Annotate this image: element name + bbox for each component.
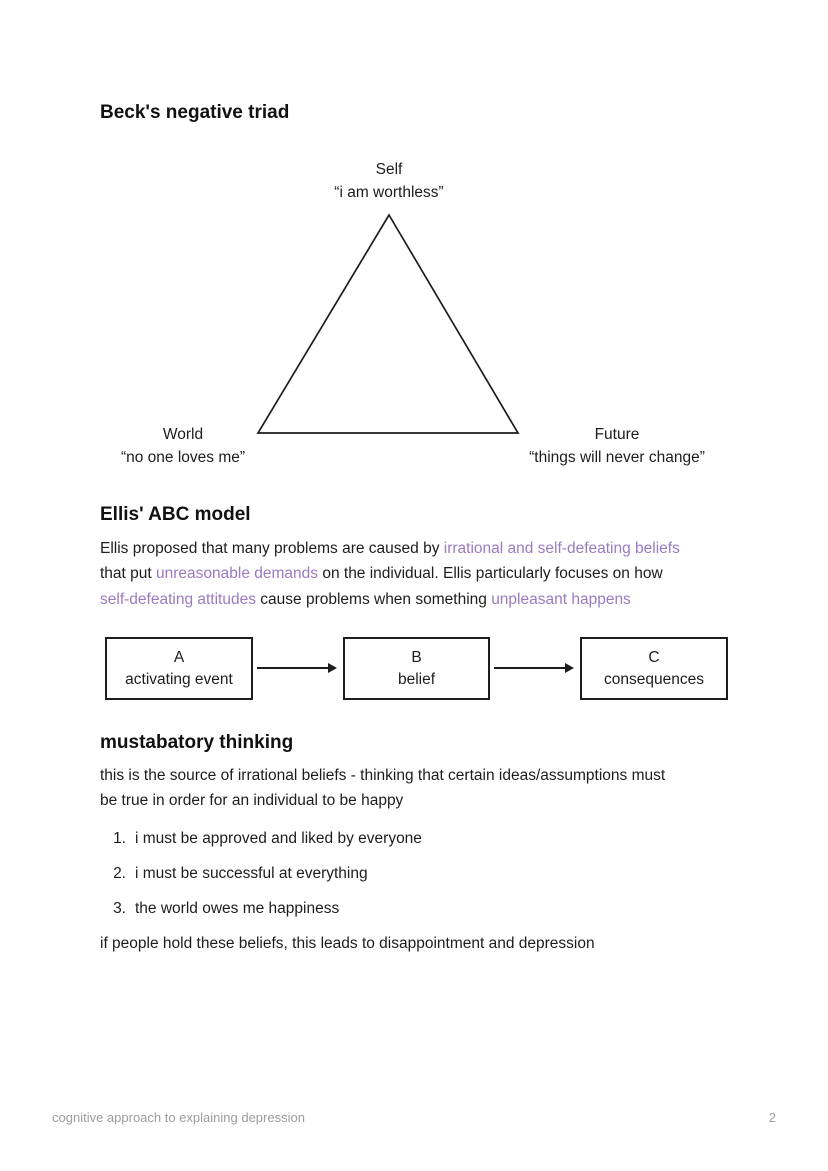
abc-box-belief: B belief bbox=[343, 637, 490, 700]
highlighted-text-run: irrational and self-defeating beliefs bbox=[443, 540, 680, 557]
text-run: that put bbox=[100, 565, 157, 583]
list-item-number: 1. bbox=[113, 830, 126, 847]
triad-self-label: Self “i am worthless” bbox=[289, 158, 489, 204]
beck-heading: Beck's negative triad bbox=[100, 102, 290, 123]
highlighted-text-run: unreasonable demands bbox=[156, 565, 319, 583]
list-item: 2. i must be successful at everything bbox=[110, 863, 368, 884]
abc-box-label: belief bbox=[397, 670, 436, 688]
footer-title: cognitive approach to explaining depress… bbox=[52, 1110, 305, 1125]
paragraph-line: be true in order for an individual to be… bbox=[100, 792, 404, 810]
triad-future-quote: “things will never change” bbox=[529, 449, 705, 466]
list-item: 3. the world owes me happiness bbox=[110, 898, 339, 919]
text-run: cause problems when something bbox=[255, 590, 492, 608]
list-item-text: i must be approved and liked by everyone bbox=[135, 830, 422, 847]
footer-page-number: 2 bbox=[768, 1110, 776, 1125]
paragraph-line: Ellis proposed that many problems are ca… bbox=[100, 536, 780, 561]
abc-box-consequences: C consequences bbox=[580, 637, 728, 700]
highlighted-text-run: unpleasant happens bbox=[491, 590, 631, 608]
abc-box-activating-event: A activating event bbox=[105, 637, 253, 700]
mustabatory-conclusion: if people hold these beliefs, this leads… bbox=[100, 935, 595, 952]
abc-box-letter: A bbox=[173, 648, 185, 666]
triad-future-title: Future bbox=[594, 426, 640, 443]
triad-world-title: World bbox=[162, 426, 204, 443]
ellis-heading: Ellis' ABC model bbox=[100, 504, 251, 525]
triad-world-label: World “no one loves me” bbox=[83, 423, 283, 469]
paragraph-line: self-defeating attitudes cause problems … bbox=[100, 587, 780, 612]
triad-self-quote: “i am worthless” bbox=[334, 184, 444, 201]
abc-box-label: consequences bbox=[604, 670, 704, 688]
arrow-right-icon bbox=[494, 663, 574, 673]
triangle-shape bbox=[256, 213, 520, 434]
paragraph-line: this is the source of irrational beliefs… bbox=[100, 767, 666, 784]
text-run: on the individual. Ellis particularly fo… bbox=[318, 565, 663, 583]
ellis-paragraph: Ellis proposed that many problems are ca… bbox=[100, 536, 780, 612]
triad-future-label: Future “things will never change” bbox=[495, 423, 739, 469]
triad-self-title: Self bbox=[375, 161, 403, 178]
abc-box-letter: C bbox=[648, 648, 660, 666]
arrow-right-icon bbox=[257, 663, 337, 673]
text-run: Ellis proposed that many problems are ca… bbox=[100, 540, 444, 557]
list-item: 1. i must be approved and liked by every… bbox=[110, 828, 422, 849]
mustabatory-heading: mustabatory thinking bbox=[100, 732, 294, 753]
negative-triad-diagram: Self “i am worthless” World “no one love… bbox=[0, 0, 828, 480]
list-item-text: i must be successful at everything bbox=[135, 865, 368, 882]
list-item-number: 2. bbox=[113, 865, 126, 882]
abc-box-label: activating event bbox=[125, 670, 233, 688]
paragraph-line: that put unreasonable demands on the ind… bbox=[100, 561, 780, 586]
highlighted-text-run: self-defeating attitudes bbox=[100, 590, 256, 608]
list-item-number: 3. bbox=[113, 900, 126, 917]
triad-world-quote: “no one loves me” bbox=[120, 449, 246, 466]
mustabatory-intro: this is the source of irrational beliefs… bbox=[100, 763, 780, 814]
abc-box-letter: B bbox=[411, 648, 422, 666]
list-item-text: the world owes me happiness bbox=[135, 900, 340, 917]
